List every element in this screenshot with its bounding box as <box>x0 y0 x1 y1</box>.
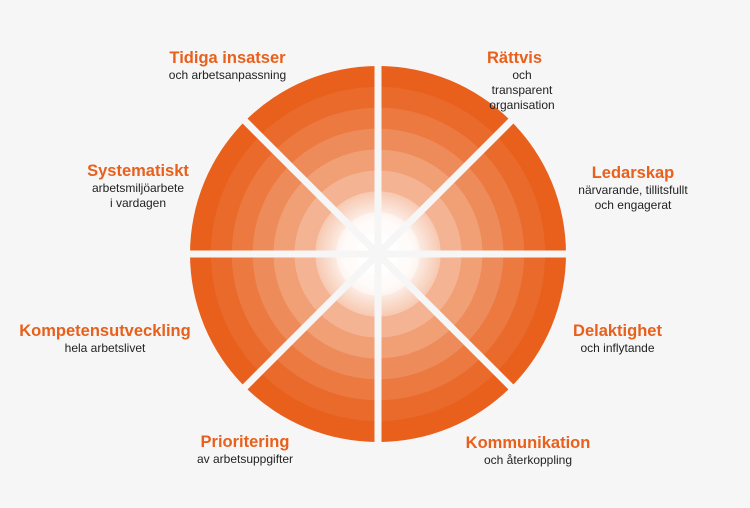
segment-title: Ledarskap <box>591 164 675 182</box>
segment-title: Delaktighet <box>573 322 662 340</box>
segment-subtitle: av arbetsuppgifter <box>196 452 294 466</box>
sector-separator <box>375 114 518 257</box>
label-kommunikation: Kommunikation och återkoppling <box>463 433 683 468</box>
segment-title: Prioritering <box>200 433 290 451</box>
segment-title: Kompetensutveckling <box>19 322 191 340</box>
label-ledarskap: Ledarskap närvarande, tillitsfullt och e… <box>570 163 750 213</box>
sector-separator <box>375 251 518 394</box>
label-systematiskt: Systematiskt arbetsmiljöarbete i vardage… <box>78 161 198 211</box>
segment-subtitle: hela arbetslivet <box>64 341 146 355</box>
label-rattvis: Rättvis och transparent organisation <box>487 48 707 113</box>
label-delaktighet: Delaktighet och inflytande <box>570 321 750 356</box>
segment-title: Systematiskt <box>87 162 189 180</box>
segment-title: Rättvis <box>487 49 543 67</box>
segment-subtitle: och återkoppling <box>483 453 573 467</box>
segment-subtitle: och arbetsanpassning <box>168 68 287 82</box>
segment-subtitle: arbetsmiljöarbete i vardagen <box>91 181 185 210</box>
label-prioritering: Prioritering av arbetsuppgifter <box>190 432 300 467</box>
segment-title: Kommunikation <box>465 434 591 452</box>
sector-separator <box>238 114 381 257</box>
segment-subtitle: och inflytande <box>580 341 655 355</box>
label-kompetensutveckling: Kompetensutveckling hela arbetslivet <box>10 321 200 356</box>
segment-subtitle: och transparent organisation <box>489 68 555 112</box>
segment-subtitle: närvarande, tillitsfullt och engagerat <box>578 183 688 212</box>
segment-title: Tidiga insatser <box>169 49 286 67</box>
sector-separator <box>238 251 381 394</box>
label-tidiga-insatser: Tidiga insatser och arbetsanpassning <box>160 48 295 83</box>
